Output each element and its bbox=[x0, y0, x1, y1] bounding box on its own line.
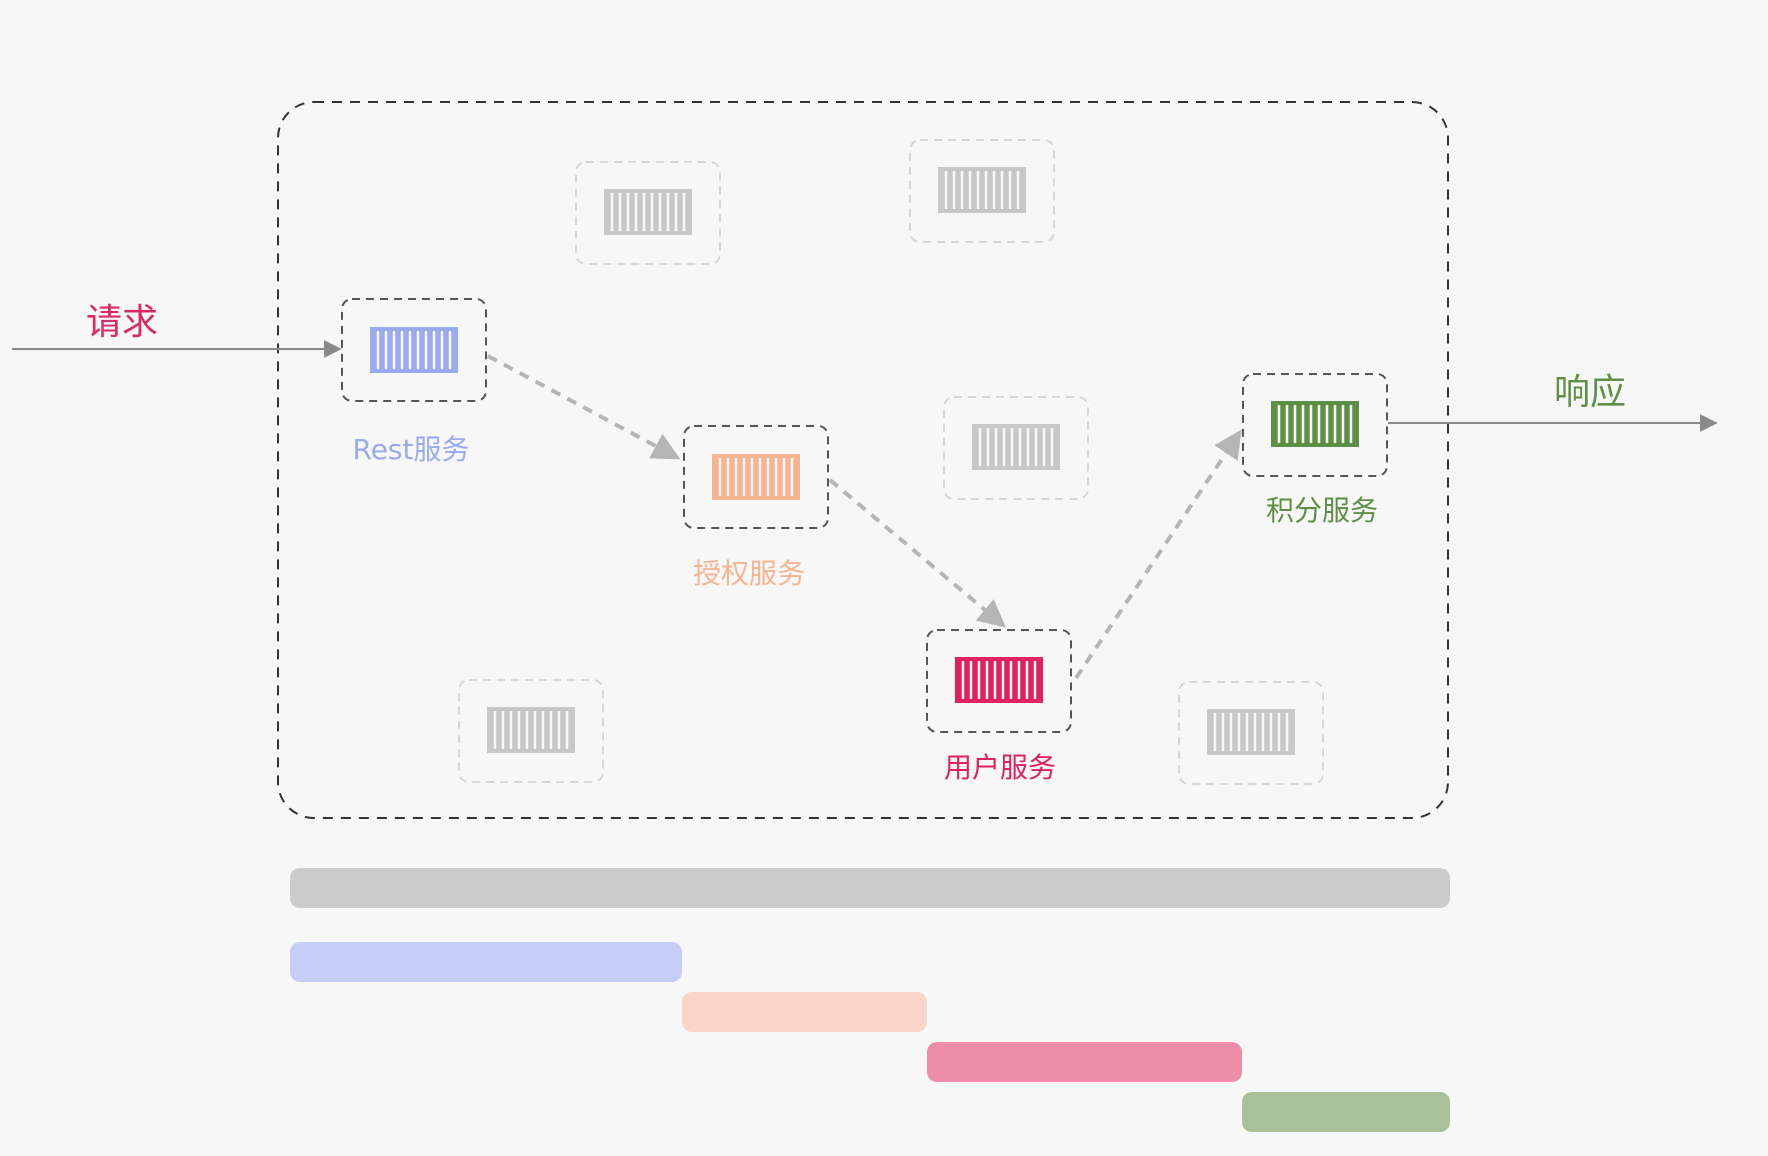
service-label: 用户服务 bbox=[944, 751, 1056, 784]
container-icon bbox=[487, 707, 575, 753]
idle-container bbox=[943, 396, 1089, 500]
response-label: 响应 bbox=[1554, 372, 1626, 413]
idle-container bbox=[458, 679, 604, 783]
timeline-segment-points bbox=[1242, 1092, 1450, 1132]
timeline-segment-rest bbox=[290, 942, 682, 982]
container-icon bbox=[712, 454, 800, 500]
container-icon bbox=[1271, 401, 1359, 447]
service-label: 授权服务 bbox=[693, 557, 805, 590]
container-icon bbox=[938, 167, 1026, 213]
idle-container bbox=[1178, 681, 1324, 785]
timeline-total-bar bbox=[290, 868, 1450, 908]
idle-container bbox=[909, 139, 1055, 243]
service-node-user: 用户服务 bbox=[926, 629, 1072, 784]
cluster-boundary bbox=[277, 101, 1449, 819]
container-icon bbox=[972, 424, 1060, 470]
idle-container bbox=[575, 161, 721, 265]
request-label: 请求 bbox=[86, 302, 158, 343]
timeline-segment-auth bbox=[682, 992, 927, 1032]
call-arrow-rest-to-auth bbox=[487, 354, 681, 460]
service-node-rest: Rest服务 bbox=[341, 298, 487, 466]
call-arrow-auth-to-user bbox=[828, 478, 1007, 628]
call-arrow-user-to-points bbox=[1074, 429, 1242, 680]
container-icon bbox=[604, 189, 692, 235]
service-node-auth: 授权服务 bbox=[683, 425, 829, 590]
container-icon bbox=[1207, 709, 1295, 755]
service-label: Rest服务 bbox=[353, 433, 470, 466]
timeline-segment-user bbox=[927, 1042, 1242, 1082]
service-node-points: 积分服务 bbox=[1242, 373, 1388, 527]
container-icon bbox=[955, 657, 1043, 703]
service-label: 积分服务 bbox=[1266, 494, 1378, 527]
container-icon bbox=[370, 327, 458, 373]
